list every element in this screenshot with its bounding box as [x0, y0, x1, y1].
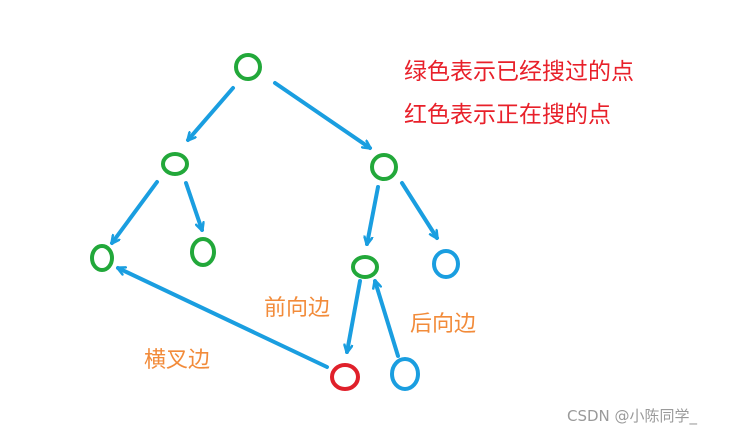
legend-searching: 红色表示正在搜的点: [404, 102, 611, 128]
node-right-child: [370, 153, 398, 181]
label-forward-edge: 前向边: [264, 296, 331, 321]
tree-edge-root-left: [186, 86, 235, 140]
label-back-edge: 后向边: [410, 312, 477, 337]
cross-edge: [118, 266, 329, 369]
tree-edge-left-leftleaf: [110, 180, 159, 243]
tree-edge-right-midchild: [367, 185, 380, 244]
nodes: [90, 53, 460, 391]
label-cross-edge: 横叉边: [144, 348, 211, 373]
node-unvisited-bottom: [390, 357, 420, 391]
tree-edge-left-midleaf: [184, 181, 202, 230]
node-left-child: [161, 152, 189, 176]
node-mid-child: [351, 255, 379, 279]
node-root: [234, 53, 262, 81]
tree-edge-right-rightleaf: [400, 181, 439, 238]
legend-visited: 绿色表示已经搜过的点: [404, 59, 634, 85]
edges: [110, 81, 439, 369]
node-unvisited-right: [432, 249, 460, 279]
node-mid-leaf: [190, 237, 216, 267]
watermark: CSDN @小陈同学_: [567, 407, 698, 425]
forward-edge: [347, 279, 362, 352]
node-searching: [330, 363, 360, 391]
tree-edge-root-right: [273, 81, 370, 150]
node-left-leaf: [90, 244, 114, 272]
back-edge: [375, 281, 400, 358]
